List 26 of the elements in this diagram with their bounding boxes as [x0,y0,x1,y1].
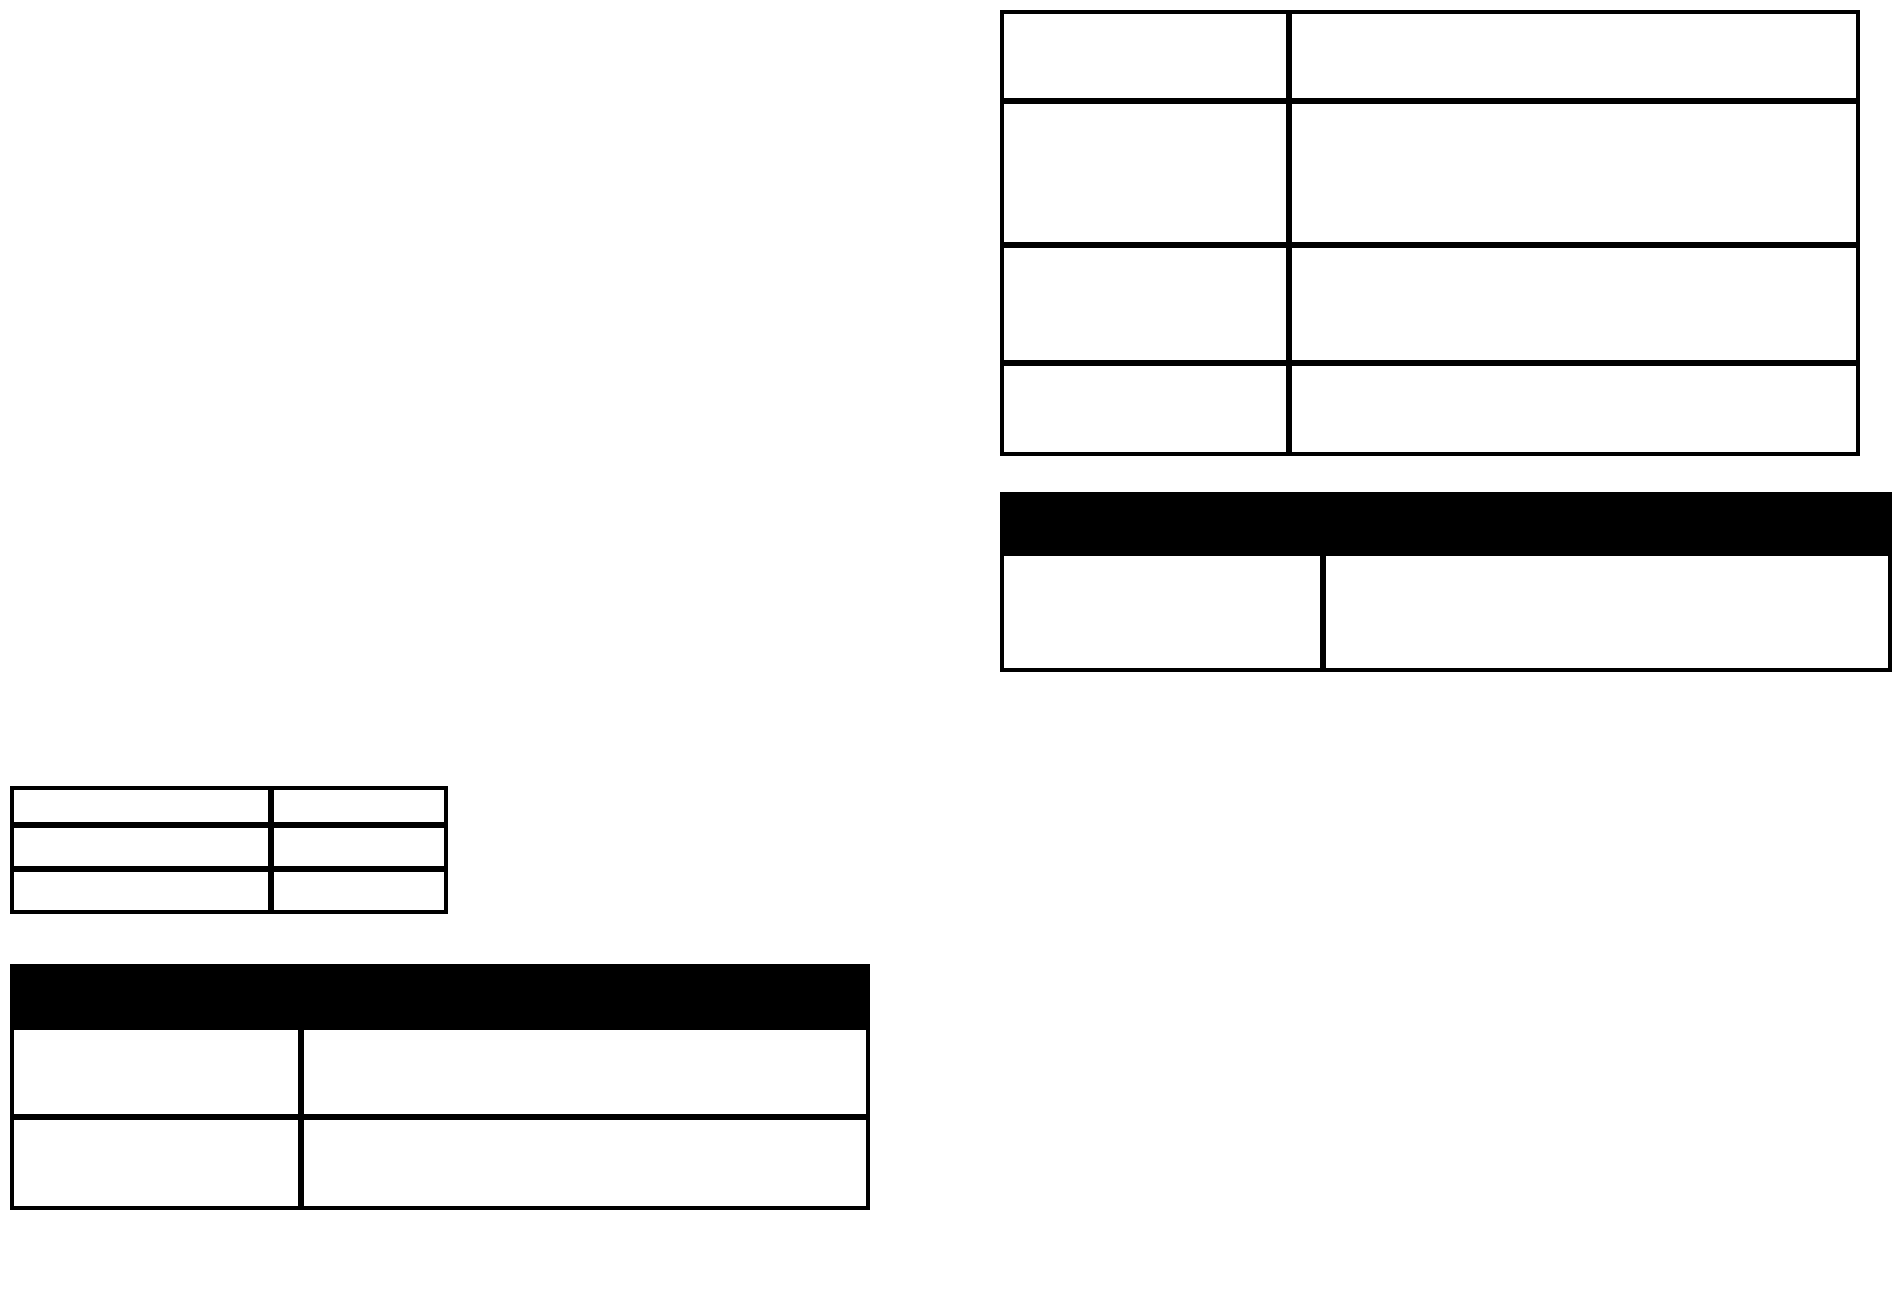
table-cell [1000,552,1324,672]
table-cell [1322,552,1892,672]
table-cell [300,1116,870,1210]
table-cell [10,786,272,826]
table-cell [10,1026,302,1118]
table-cell [270,868,448,914]
table-cell [1288,244,1860,364]
table-cell [1000,244,1290,364]
table-cell [1000,100,1290,246]
table-cell [1000,362,1290,456]
header-bar [1000,492,1892,554]
table-grid [1000,492,1892,672]
table-cell [1288,10,1860,102]
table-cell [10,824,272,870]
table-cell [270,824,448,870]
table-cell [10,1116,302,1210]
table-grid [10,786,448,914]
header-bar [10,964,870,1028]
table-cell [10,868,272,914]
table-cell [1288,100,1860,246]
table-cell [300,1026,870,1118]
table-grid [10,964,870,1210]
table-cell [1000,10,1290,102]
table-grid [1000,10,1860,456]
table-cell [1288,362,1860,456]
table-cell [270,786,448,826]
